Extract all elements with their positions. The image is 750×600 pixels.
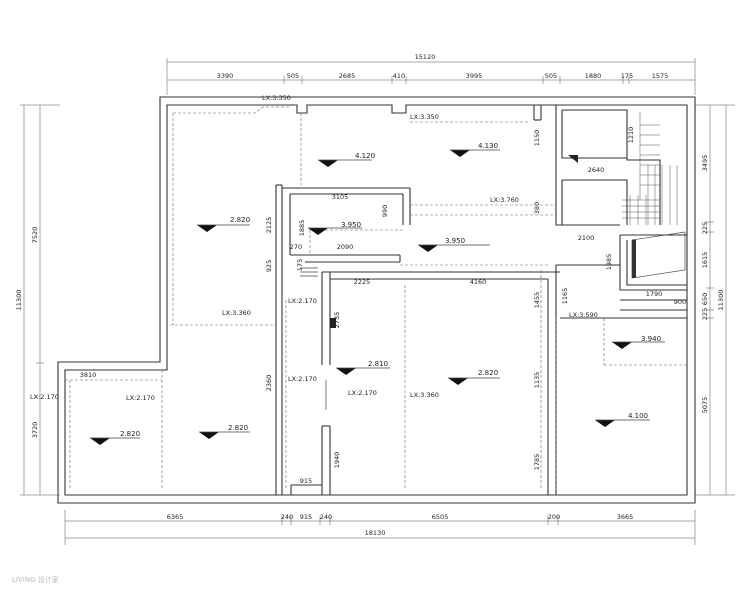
inner-dim: 900	[674, 298, 686, 306]
inner-dim: 915	[300, 477, 312, 485]
lx-label: LX:2.170	[348, 389, 377, 397]
bottom-total-dim: 18130	[365, 529, 386, 537]
level-label: 3.950	[445, 237, 465, 245]
level-label: 4.120	[355, 152, 375, 160]
inner-dim: 175	[296, 259, 304, 271]
inner-dim: 2125	[265, 217, 273, 234]
stairs	[622, 112, 686, 279]
outer-walls	[57, 96, 696, 504]
watermark: LIVING 设计家	[12, 575, 59, 584]
inner-dim: 1790	[646, 290, 663, 298]
fixtures	[300, 155, 578, 410]
top-dim-5: 3995	[466, 72, 483, 80]
bottom-dimensions: 6365 240 915 240 6505 200 3665 18130	[64, 510, 696, 545]
inner-dim: 2640	[588, 166, 605, 174]
right-dim-6: 5075	[701, 397, 709, 414]
top-dim-8: 175	[621, 72, 633, 80]
level-label: 3.940	[641, 335, 661, 343]
inner-dim: 990	[381, 205, 389, 217]
inner-dim: 2225	[354, 278, 371, 286]
ceiling-lines	[65, 106, 687, 490]
right-dim-1: 3495	[701, 155, 709, 172]
lx-label: LX:2.170	[126, 394, 155, 402]
right-dimensions: 3495 225 1615 650 225 5075 11300	[695, 104, 735, 496]
lx-label: LX:2.170	[30, 393, 59, 401]
lx-label: LX:2.170	[288, 375, 317, 383]
bottom-dim-7: 3665	[617, 513, 634, 521]
top-total-dim: 15120	[415, 53, 436, 61]
right-dim-3: 1615	[701, 252, 709, 269]
top-dim-3: 2685	[339, 72, 356, 80]
top-dim-4: 410	[393, 72, 405, 80]
interior-walls	[275, 105, 687, 495]
inner-dim: 4160	[470, 278, 487, 286]
inner-dim: 1785	[533, 454, 541, 471]
inner-dim: 1165	[561, 288, 569, 305]
inner-dim: 2735	[333, 312, 341, 329]
bottom-dim-4: 240	[320, 513, 332, 521]
lx-label: LX:3.590	[569, 311, 598, 319]
inner-dim: 1455	[533, 292, 541, 309]
bottom-dim-6: 200	[548, 513, 560, 521]
inner-dim: 2100	[578, 234, 595, 242]
inner-dim: 925	[265, 260, 273, 272]
left-total-dim: 11300	[15, 290, 23, 311]
lx-label: LX:3.350	[410, 113, 439, 121]
top-dim-7: 1880	[585, 72, 602, 80]
inner-dim: 1210	[627, 127, 635, 144]
inner-dim: 3105	[332, 193, 349, 201]
top-dim-6: 505	[545, 72, 557, 80]
level-label: 2.820	[478, 369, 498, 377]
internal-dimensions: 3105 2090 1885 990 270 1150 2125 925 380…	[80, 127, 686, 485]
left-dim-1: 7520	[31, 227, 39, 244]
inner-dim: 2360	[265, 375, 273, 392]
inner-dim: 3810	[80, 371, 97, 379]
inner-dim: 1985	[605, 254, 613, 271]
lx-label: LX:3.760	[490, 196, 519, 204]
level-label: 4.100	[628, 412, 648, 420]
inner-dim: 1885	[298, 220, 306, 237]
lx-label: LX:3.360	[222, 309, 251, 317]
inner-dim: 1940	[333, 452, 341, 469]
level-label: 2.810	[368, 360, 388, 368]
bottom-dim-2: 240	[281, 513, 293, 521]
top-dimensions: 15120 3390 505 2685 410 3995 505 1880 17…	[166, 53, 696, 95]
right-dim-2: 225	[701, 222, 709, 234]
inner-dim: 1135	[533, 372, 541, 389]
level-label: 2.820	[120, 430, 140, 438]
top-dim-9: 1575	[652, 72, 669, 80]
top-dim-2: 505	[287, 72, 299, 80]
level-markers: 4.120 4.130 2.820 3.950 3.950 2.810 2.82…	[90, 142, 665, 445]
top-dim-1: 3390	[217, 72, 234, 80]
right-dim-4: 650	[701, 293, 709, 305]
bottom-dim-3: 915	[300, 513, 312, 521]
ceiling-height-labels: LX:3.350 LX:3.350 LX:3.760 LX:3.360 LX:2…	[30, 94, 598, 402]
lx-label: LX:3.350	[262, 94, 291, 102]
lx-label: LX:3.360	[410, 391, 439, 399]
level-label: 2.820	[230, 216, 250, 224]
inner-dim: 380	[533, 202, 541, 214]
level-label: 3.950	[341, 221, 361, 229]
inner-dim: 270	[290, 243, 302, 251]
left-dim-2: 3720	[31, 422, 39, 439]
level-label: 4.130	[478, 142, 498, 150]
inner-dim: 2090	[337, 243, 354, 251]
left-dimensions: 7520 3720 11300	[15, 104, 60, 496]
bottom-dim-1: 6365	[167, 513, 184, 521]
level-label: 2.820	[228, 424, 248, 432]
inner-dim: 1150	[533, 130, 541, 147]
bottom-dim-5: 6505	[432, 513, 449, 521]
lx-label: LX:2.170	[288, 297, 317, 305]
right-total-dim: 11300	[717, 290, 725, 311]
right-dim-5: 225	[701, 308, 709, 320]
